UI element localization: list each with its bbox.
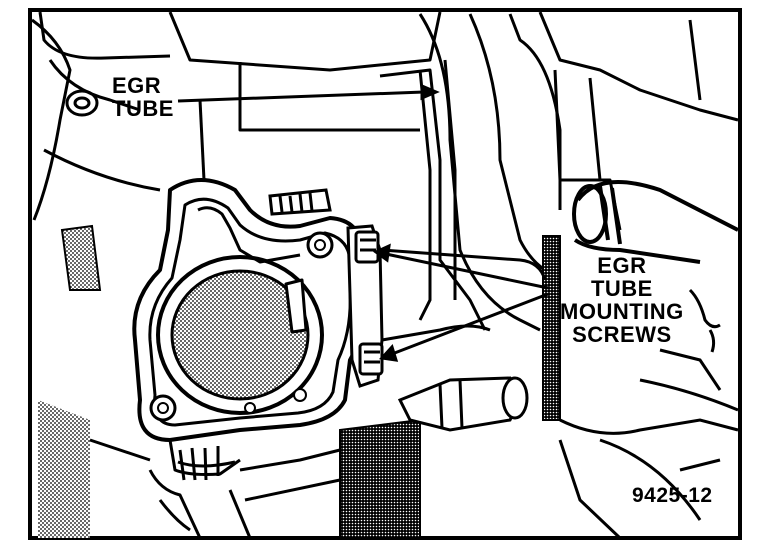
egr-tube-pipe [418,59,457,321]
mounting-screws-label-line-3: MOUNTING [560,299,684,324]
egr-tube-flange [346,224,547,388]
shading-bottom-left [38,400,90,538]
egr-tube-label-line-1: EGR [112,73,162,98]
mounting-screws-label-line-1: EGR [597,253,647,278]
wire-squiggle [688,288,721,353]
throttle-body [132,178,368,442]
mounting-screws-label-line-2: TUBE [590,276,653,301]
mounting-screws-label-line-4: SCREWS [572,322,672,347]
engine-block [31,11,739,332]
egr-tube-mounting-screws-label: EGR TUBE MOUNTING SCREWS [560,254,684,346]
mounting-stud [268,188,332,216]
connector-lower [397,376,529,432]
egr-tube-label: EGR TUBE [112,74,174,120]
leader-lines [177,83,549,362]
coolant-hose [572,180,739,264]
lower-linkage [89,438,341,539]
shading-left [60,224,102,291]
bolt-upper-left [65,89,99,117]
egr-tube-label-line-2: TUBE [112,96,174,121]
shading-bottom-block [339,418,421,539]
shading-right-column [542,235,561,421]
figure-number: 9425-12 [632,484,713,507]
lower-right-body [558,348,739,540]
